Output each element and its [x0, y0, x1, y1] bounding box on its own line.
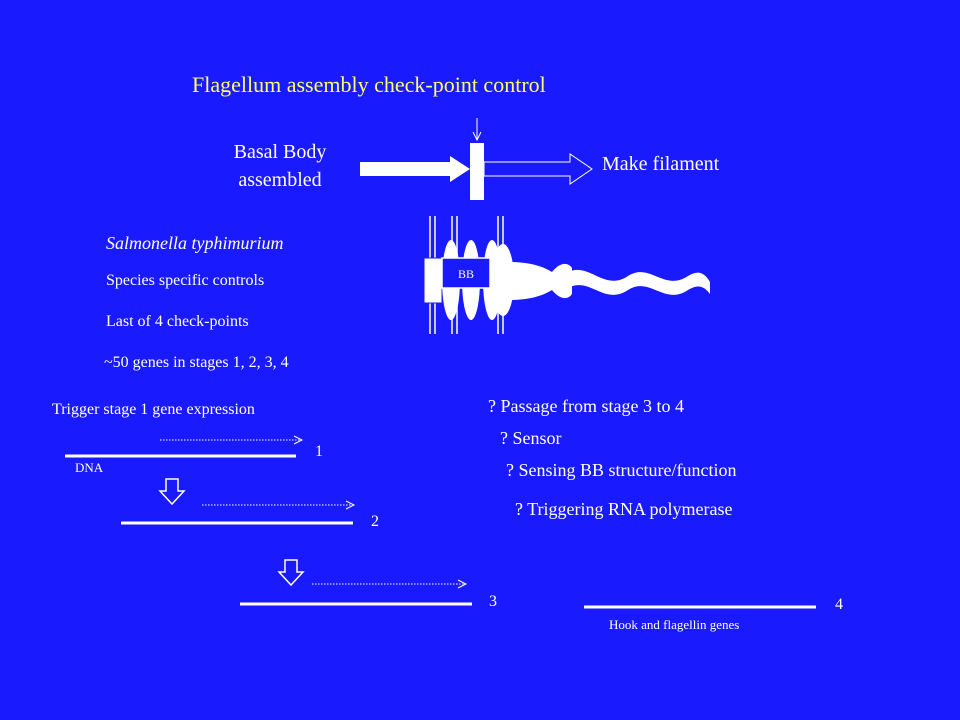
- basal-body-label-line2: assembled: [238, 169, 322, 191]
- last-checkpoint-text: Last of 4 check-points: [106, 313, 249, 330]
- dotted-arrow-3-head: [457, 579, 468, 589]
- species-controls-text: Species specific controls: [106, 272, 265, 289]
- hook-flagellin-label: Hook and flagellin genes: [609, 617, 740, 632]
- output-arrow-outline: [483, 153, 593, 185]
- down-arrow-1: [158, 478, 186, 506]
- stage-4-label: 4: [835, 596, 843, 613]
- question-polymerase: ? Triggering RNA polymerase: [515, 499, 733, 519]
- stage-1-label: 1: [315, 443, 323, 460]
- sensor-pointer-head: [472, 131, 482, 142]
- filament: [568, 269, 710, 295]
- genes-stages-text: ~50 genes in stages 1, 2, 3, 4: [104, 354, 289, 371]
- dna-label: DNA: [75, 460, 104, 475]
- stage-3-label: 3: [489, 593, 497, 610]
- trigger-text: Trigger stage 1 gene expression: [52, 401, 255, 418]
- question-sensor: ? Sensor: [500, 428, 562, 448]
- basal-body-label-line1: Basal Body: [233, 141, 327, 163]
- bb-box: [441, 257, 491, 289]
- input-arrow: [360, 156, 470, 182]
- checkpoint-gate: [470, 143, 484, 200]
- down-arrow-2: [277, 559, 305, 587]
- organism-name: Salmonella typhimurium: [106, 233, 284, 253]
- dotted-arrow-1-head: [293, 435, 304, 445]
- dotted-arrow-2-head: [345, 500, 356, 510]
- make-filament-label: Make filament: [602, 153, 720, 175]
- question-sensing: ? Sensing BB structure/function: [506, 460, 737, 480]
- slide-title: Flagellum assembly check-point control: [192, 72, 546, 97]
- basal-body-label: Basal Body assembled: [212, 138, 348, 194]
- basal-ring-left: [423, 257, 443, 304]
- bb-label: BB: [458, 267, 474, 281]
- question-passage: ? Passage from stage 3 to 4: [488, 396, 684, 416]
- stage-2-label: 2: [371, 513, 379, 530]
- hook-shape: [508, 262, 572, 300]
